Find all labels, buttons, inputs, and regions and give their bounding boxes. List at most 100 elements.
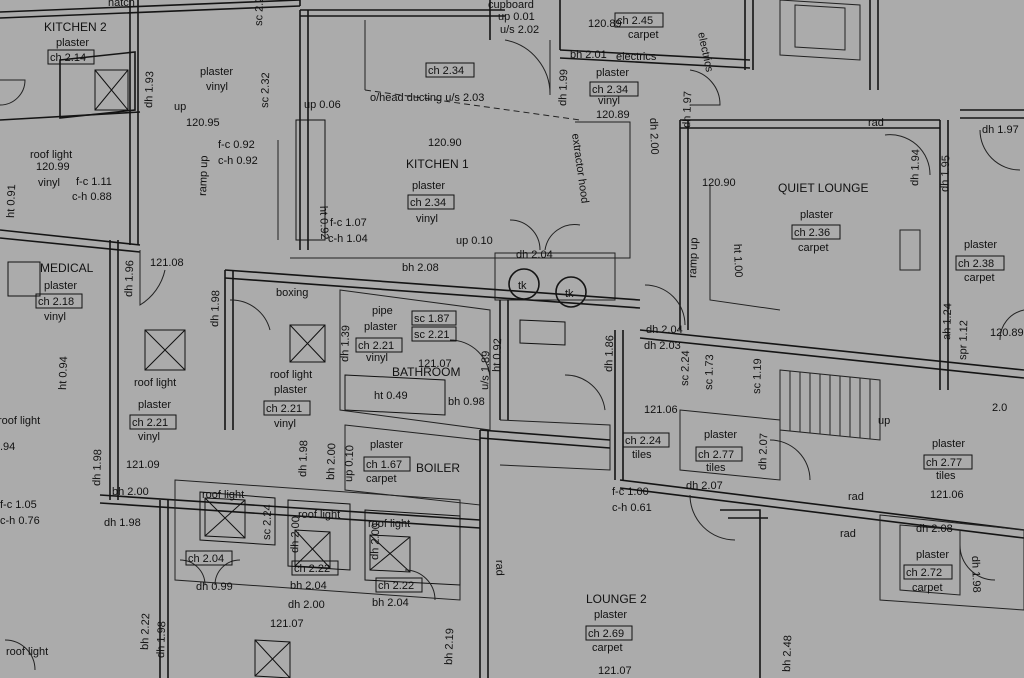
label-us-189: u/s 1.89 [479,351,492,391]
label-ht-094: ht 0.94 [57,356,70,390]
kitchen2-ceiling: ch 2.14 [50,52,86,64]
medical-ceiling: ch 2.18 [38,296,74,308]
lounge2-walls: plaster [594,609,627,621]
label-plaster-a: plaster [200,66,233,78]
bathroom-level: 121.07 [418,358,452,370]
label-bh-204-b: bh 2.04 [372,597,409,609]
label-sc-224-a: sc 2.24 [261,504,274,540]
kitchen1-ceiling: ch 2.34 [410,197,446,209]
boiler-ceiling: ch 1.67 [366,459,402,471]
boiler-floor: carpet [366,473,397,485]
label-up-001: up 0.01 [498,11,535,23]
label-us-202: u/s 2.02 [500,24,539,36]
ceiling-code-boxes [35,12,1005,641]
label-dh-196: dh 1.96 [123,260,136,297]
kitchen2-floor: vinyl [38,177,60,189]
kitchen1-floor: vinyl [416,213,438,225]
label-ch-222-b: ch 2.22 [378,580,414,592]
label-bh-219: bh 2.19 [443,628,456,665]
quiet-lounge-walls: plaster [800,209,833,221]
label-extractor-hood: extractor hood [569,133,591,204]
room-name-lounge2: LOUNGE 2 [586,592,647,606]
label-level-12106-a: 121.06 [644,404,678,416]
label-tiles-b: tiles [706,462,726,474]
label-electrics: electrics [616,51,657,63]
label-ht-091: ht 0.91 [5,184,18,218]
label-dh-198-d: dh 1.98 [297,440,310,477]
roof-light-symbols [7,69,411,678]
label-dh-204-kitchen: dh 2.04 [516,249,553,261]
label-sc-223: sc 2.23 [253,0,266,26]
label-ch-092: c-h 0.92 [218,155,258,167]
label-ch-221-c: ch 2.21 [266,403,302,415]
label-up-009: up 0.10 [343,445,356,482]
label-vinyl-e: vinyl [598,95,620,107]
label-carpet-f: carpet [964,272,995,284]
label-level-12089-top: 120.89 [588,18,622,30]
label-ht-132: ht 0.92 [491,338,504,372]
label-tk-2: tk [565,288,574,300]
room-name-bathroom: BATHROOM [392,365,460,379]
label-dh-207-v: dh 2.07 [757,433,770,470]
label-fc-105: f-c 1.05 [0,499,37,511]
label-roof-light-g: roof light [6,646,48,658]
label-dh-200: dh 2.00 [288,599,325,611]
label-ramp-up-left: ramp up [197,155,210,196]
boiler-walls: plaster [370,439,403,451]
label-ch-277-b: ch 2.77 [926,457,962,469]
label-carpet-h: carpet [912,582,943,594]
label-dh-204: dh 2.04 [646,324,683,336]
label-bh-208: bh 2.08 [402,262,439,274]
bathroom-floor: vinyl [366,352,388,364]
label-sc-232: sc 2.32 [259,72,272,108]
label-up-006: up 0.06 [304,99,341,111]
label-plaster-c: plaster [274,384,307,396]
label-bh-227: bh 2.00 [325,443,338,480]
label-roof-light-c: roof light [270,369,312,381]
label-dh-199: dh 1.99 [557,69,570,106]
label-plaster-b: plaster [138,399,171,411]
label-boxing: boxing [276,287,308,299]
label-bh-201: bh 2.01 [570,49,607,61]
label-fc-092: f-c 0.92 [218,139,255,151]
label-dh-198-a: dh 1.98 [209,290,222,327]
label-plaster-g: plaster [932,438,965,450]
room-name-kitchen1: KITCHEN 1 [406,157,469,171]
label-tiles-g: tiles [936,470,956,482]
label-up-a: up [174,101,186,113]
label-dh-193: dh 1.93 [143,71,156,108]
label-fc-100: f-c 1.00 [612,486,649,498]
label-dh-208: dh 2.08 [916,523,953,535]
label-level-12109: 121.09 [126,459,160,471]
kitchen2-level: 120.99 [36,161,70,173]
label-ch-245: ch 2.45 [617,15,653,27]
label-plaster-bath: plaster [364,321,397,333]
label-bh-222: bh 2.22 [139,613,152,650]
medical-floor: vinyl [44,311,66,323]
label-ramp-up: ramp up [687,237,700,278]
label-vinyl-a: vinyl [206,81,228,93]
label-ht-100: ht 1.00 [731,244,744,278]
label-ht-092: ht 0.92 [317,206,330,240]
label-sc-119: sc 1.19 [751,358,764,394]
label-dh-200-top: dh 2.00 [647,118,660,155]
label-roof-light-f: roof light [368,518,410,530]
label-plaster-h: plaster [916,549,949,561]
label-bh-098: bh 0.98 [448,396,485,408]
label-dh-197-right: dh 1.97 [982,124,1019,136]
label-rad-quiet: rad [868,117,884,129]
kitchen2-roof-light: roof light [30,149,72,161]
label-ch-104: c-h 1.04 [328,233,368,245]
label-level-12089-c: 120.89 [990,327,1024,339]
label-dh-139: dh 1.39 [339,325,352,362]
label-bh-248: bh 2.48 [781,635,794,672]
label-bh-204-a: bh 2.04 [290,580,327,592]
label-fc-107: f-c 1.07 [330,217,367,229]
label-level-12089-b: 120.89 [596,109,630,121]
staircase [779,369,881,441]
label-bh-200-a: bh 2.00 [112,486,149,498]
label-ch-224: ch 2.24 [625,435,661,447]
label-ch-222-a: ch 2.22 [294,563,330,575]
